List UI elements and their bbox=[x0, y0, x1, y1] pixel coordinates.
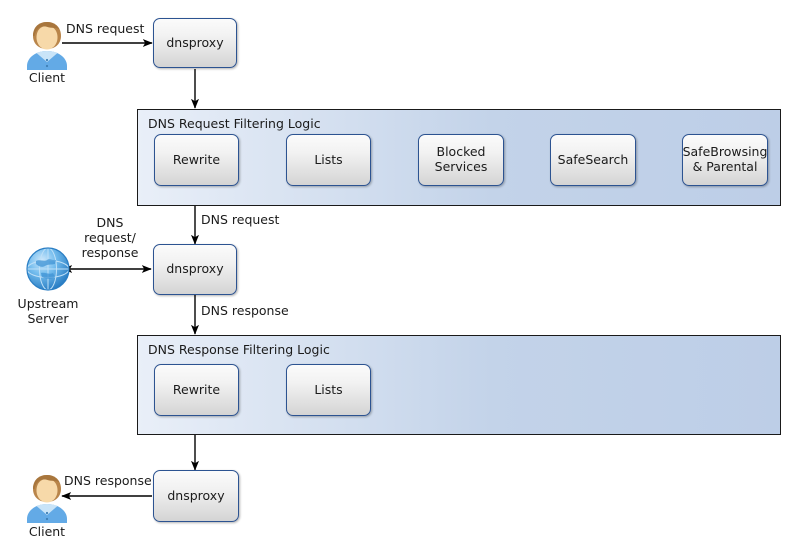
dnsproxy-bottom-label: dnsproxy bbox=[167, 487, 225, 503]
edge-label-upstream-exchange: DNS request/ response bbox=[81, 215, 139, 260]
stage-safebrowsing-parental-label: SafeBrowsing & Parental bbox=[682, 144, 768, 174]
user-avatar-icon bbox=[27, 475, 67, 523]
dnsproxy-middle-label: dnsproxy bbox=[166, 261, 224, 277]
stage-rewrite-request-label: Rewrite bbox=[172, 151, 221, 167]
dnsproxy-top-box[interactable]: dnsproxy bbox=[153, 18, 237, 68]
stage-safebrowsing-parental[interactable]: SafeBrowsing & Parental bbox=[682, 134, 768, 186]
edge-label-client-to-proxy-top: DNS request bbox=[66, 21, 145, 36]
stage-safesearch[interactable]: SafeSearch bbox=[550, 134, 636, 186]
upstream-server-label: Upstream Server bbox=[17, 296, 79, 326]
client-bottom-label: Client bbox=[28, 524, 66, 539]
client-top-label: Client bbox=[28, 70, 66, 85]
dnsproxy-bottom-box[interactable]: dnsproxy bbox=[153, 470, 239, 522]
stage-lists-request[interactable]: Lists bbox=[286, 134, 371, 186]
stage-lists-response[interactable]: Lists bbox=[286, 364, 371, 416]
stage-rewrite-response[interactable]: Rewrite bbox=[154, 364, 239, 416]
response-filtering-panel-title: DNS Response Filtering Logic bbox=[148, 342, 330, 357]
stage-blocked-services-label: Blocked Services bbox=[434, 144, 488, 174]
edge-label-proxy-to-request-panel: DNS request bbox=[201, 212, 280, 227]
stage-blocked-services[interactable]: Blocked Services bbox=[418, 134, 504, 186]
user-avatar-icon bbox=[27, 22, 67, 70]
response-filtering-panel: DNS Response Filtering Logic bbox=[137, 335, 781, 435]
dnsproxy-top-label: dnsproxy bbox=[166, 34, 224, 50]
stage-lists-request-label: Lists bbox=[314, 151, 343, 167]
dnsproxy-middle-box[interactable]: dnsproxy bbox=[153, 244, 237, 295]
stage-rewrite-request[interactable]: Rewrite bbox=[154, 134, 239, 186]
request-filtering-panel-title: DNS Request Filtering Logic bbox=[148, 116, 321, 131]
globe-icon bbox=[26, 247, 70, 291]
edge-label-proxy-to-client-bottom: DNS response bbox=[64, 473, 152, 488]
stage-rewrite-response-label: Rewrite bbox=[172, 381, 221, 397]
stage-lists-response-label: Lists bbox=[314, 381, 343, 397]
stage-safesearch-label: SafeSearch bbox=[557, 151, 629, 167]
edge-label-proxy-to-response-panel: DNS response bbox=[201, 303, 289, 318]
